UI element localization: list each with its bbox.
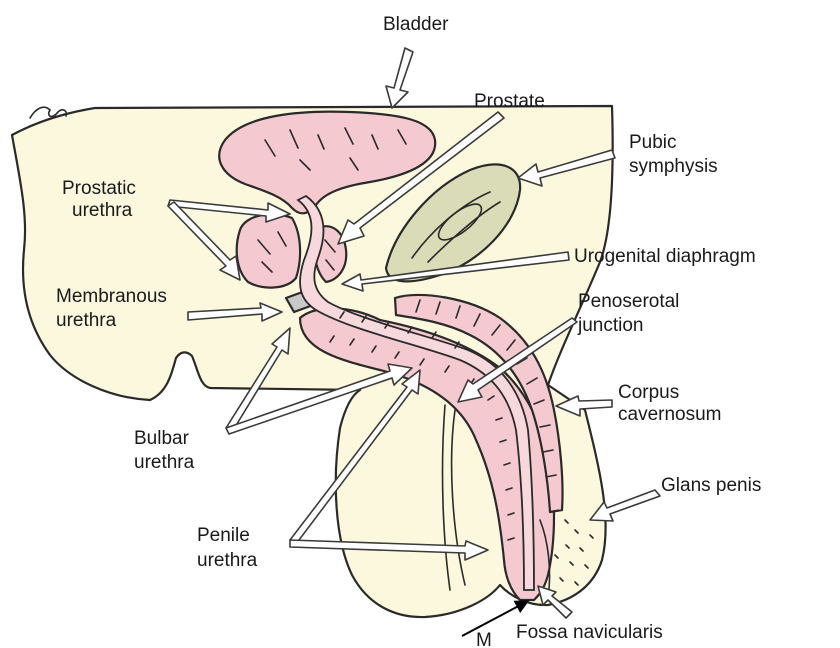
label-corpus-2: cavernosum: [618, 404, 722, 425]
label-prostate: Prostate: [474, 91, 545, 112]
label-prostatic-1: Prostatic: [62, 178, 136, 199]
label-corpus-1: Corpus: [618, 382, 679, 403]
label-penile-1: Penile: [197, 525, 250, 546]
label-bulbar-2: urethra: [134, 452, 195, 473]
arrow-bladder: [386, 48, 413, 108]
label-penoserotal-1: Penoserotal: [578, 291, 679, 312]
label-pubic-2: symphysis: [629, 156, 718, 177]
label-penile-2: urethra: [197, 550, 258, 571]
label-urogenital: Urogenital diaphragm: [574, 246, 756, 267]
label-pubic-1: Pubic: [629, 132, 677, 153]
label-prostatic-2: urethra: [72, 200, 133, 221]
label-bladder: Bladder: [383, 14, 449, 35]
prostate-left-lobe: [237, 214, 300, 287]
label-membranous-1: Membranous: [56, 286, 167, 307]
label-m: M: [476, 630, 492, 648]
label-bulbar-1: Bulbar: [134, 428, 190, 449]
label-glans: Glans penis: [661, 475, 761, 496]
label-fossa: Fossa navicularis: [516, 622, 663, 643]
label-membranous-2: urethra: [56, 310, 117, 331]
label-penoserotal-2: junction: [577, 315, 644, 336]
